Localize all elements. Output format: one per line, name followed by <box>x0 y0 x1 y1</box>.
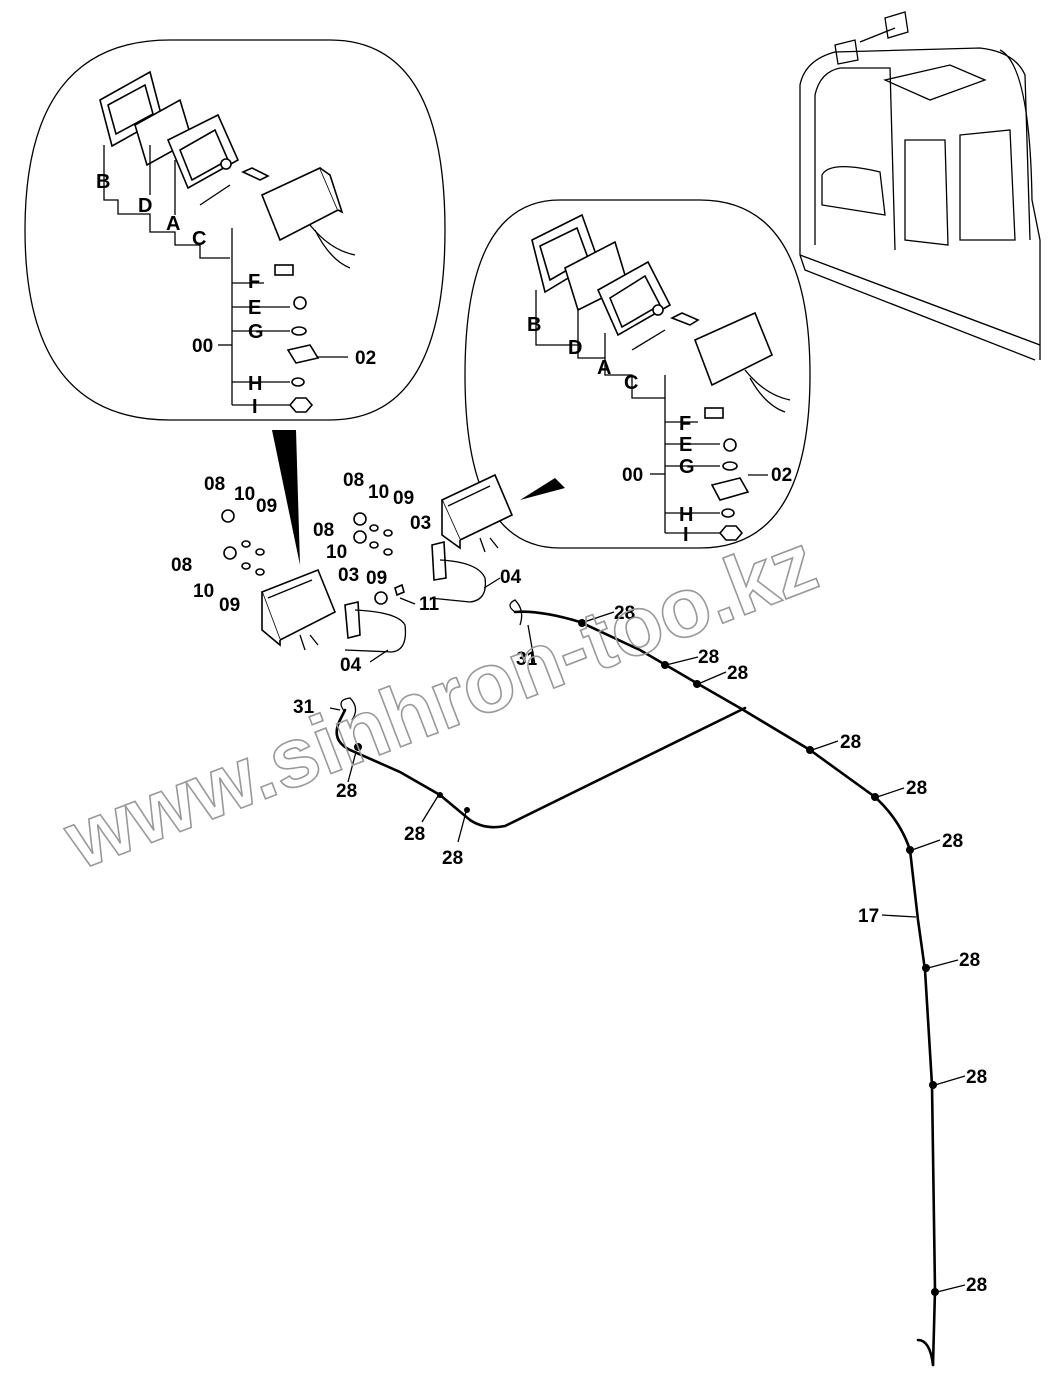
label-04: 04 <box>340 655 362 676</box>
left-detail-bubble <box>24 39 446 565</box>
left-letter-A: A <box>166 213 180 235</box>
label-09: 09 <box>256 496 277 517</box>
label-28: 28 <box>840 732 861 753</box>
label-28: 28 <box>727 663 748 684</box>
left-assembly-label: 00 <box>192 336 213 357</box>
right-letter-A: A <box>597 357 611 379</box>
right-letter-D: D <box>568 337 582 359</box>
label-28: 28 <box>336 781 357 802</box>
label-28: 28 <box>959 950 980 971</box>
label-28: 28 <box>966 1275 987 1296</box>
label-09: 09 <box>393 488 414 509</box>
left-letter-H: H <box>248 373 262 395</box>
right-letter-E: E <box>679 434 692 456</box>
label-28: 28 <box>966 1067 987 1088</box>
label-11: 11 <box>419 594 440 615</box>
label-10: 10 <box>368 482 389 503</box>
right-letter-C: C <box>624 372 638 394</box>
left-letter-E: E <box>248 297 261 319</box>
left-letter-B: B <box>96 171 110 193</box>
label-08: 08 <box>204 474 225 495</box>
label-04: 04 <box>500 567 522 588</box>
label-28: 28 <box>906 778 927 799</box>
label-10: 10 <box>326 542 347 563</box>
callout-leaders <box>329 577 966 1293</box>
label-31: 31 <box>293 697 315 718</box>
label-08: 08 <box>171 555 192 576</box>
right-detail-labels: B D A C F E G H I 00 02 <box>527 314 792 546</box>
right-letter-G: G <box>679 456 695 478</box>
left-letter-D: D <box>138 195 152 217</box>
right-letter-H: H <box>679 504 693 526</box>
left-detail-leader-lines <box>103 145 348 406</box>
left-detail-parts <box>99 70 356 413</box>
label-03: 03 <box>410 513 431 534</box>
right-letter-I: I <box>683 524 689 546</box>
label-17: 17 <box>858 906 879 927</box>
right-letter-B: B <box>527 314 541 336</box>
label-28: 28 <box>942 831 963 852</box>
right-letter-F: F <box>679 413 691 435</box>
label-28: 28 <box>614 603 635 624</box>
label-09: 09 <box>219 595 240 616</box>
hardware-fasteners <box>221 509 405 605</box>
left-detail-labels: B D A C F E G H I 00 02 <box>96 171 376 418</box>
callout-labels: 08 10 09 08 10 09 08 10 09 08 10 09 03 0… <box>171 470 987 1296</box>
label-28: 28 <box>404 824 425 845</box>
label-10: 10 <box>234 484 255 505</box>
right-assembly-label: 00 <box>622 465 643 486</box>
label-03: 03 <box>338 565 359 586</box>
label-09: 09 <box>366 568 387 589</box>
left-letter-G: G <box>248 321 264 343</box>
label-10: 10 <box>193 581 214 602</box>
right-detail-leader-lines <box>535 290 768 534</box>
label-31: 31 <box>516 649 538 670</box>
right-detail-bubble <box>464 199 811 549</box>
label-08: 08 <box>343 470 364 491</box>
label-08: 08 <box>313 520 334 541</box>
right-bracket-label: 02 <box>771 465 792 486</box>
lamp-right <box>429 473 514 603</box>
lamp-left <box>260 568 407 653</box>
wiring-harness <box>335 599 939 1367</box>
left-letter-I: I <box>252 396 258 418</box>
label-28: 28 <box>698 647 719 668</box>
left-bracket-label: 02 <box>355 348 376 369</box>
right-detail-parts <box>531 213 791 541</box>
cab-illustration <box>799 11 1041 361</box>
label-28: 28 <box>442 848 463 869</box>
left-letter-F: F <box>248 271 260 293</box>
left-letter-C: C <box>192 228 206 250</box>
